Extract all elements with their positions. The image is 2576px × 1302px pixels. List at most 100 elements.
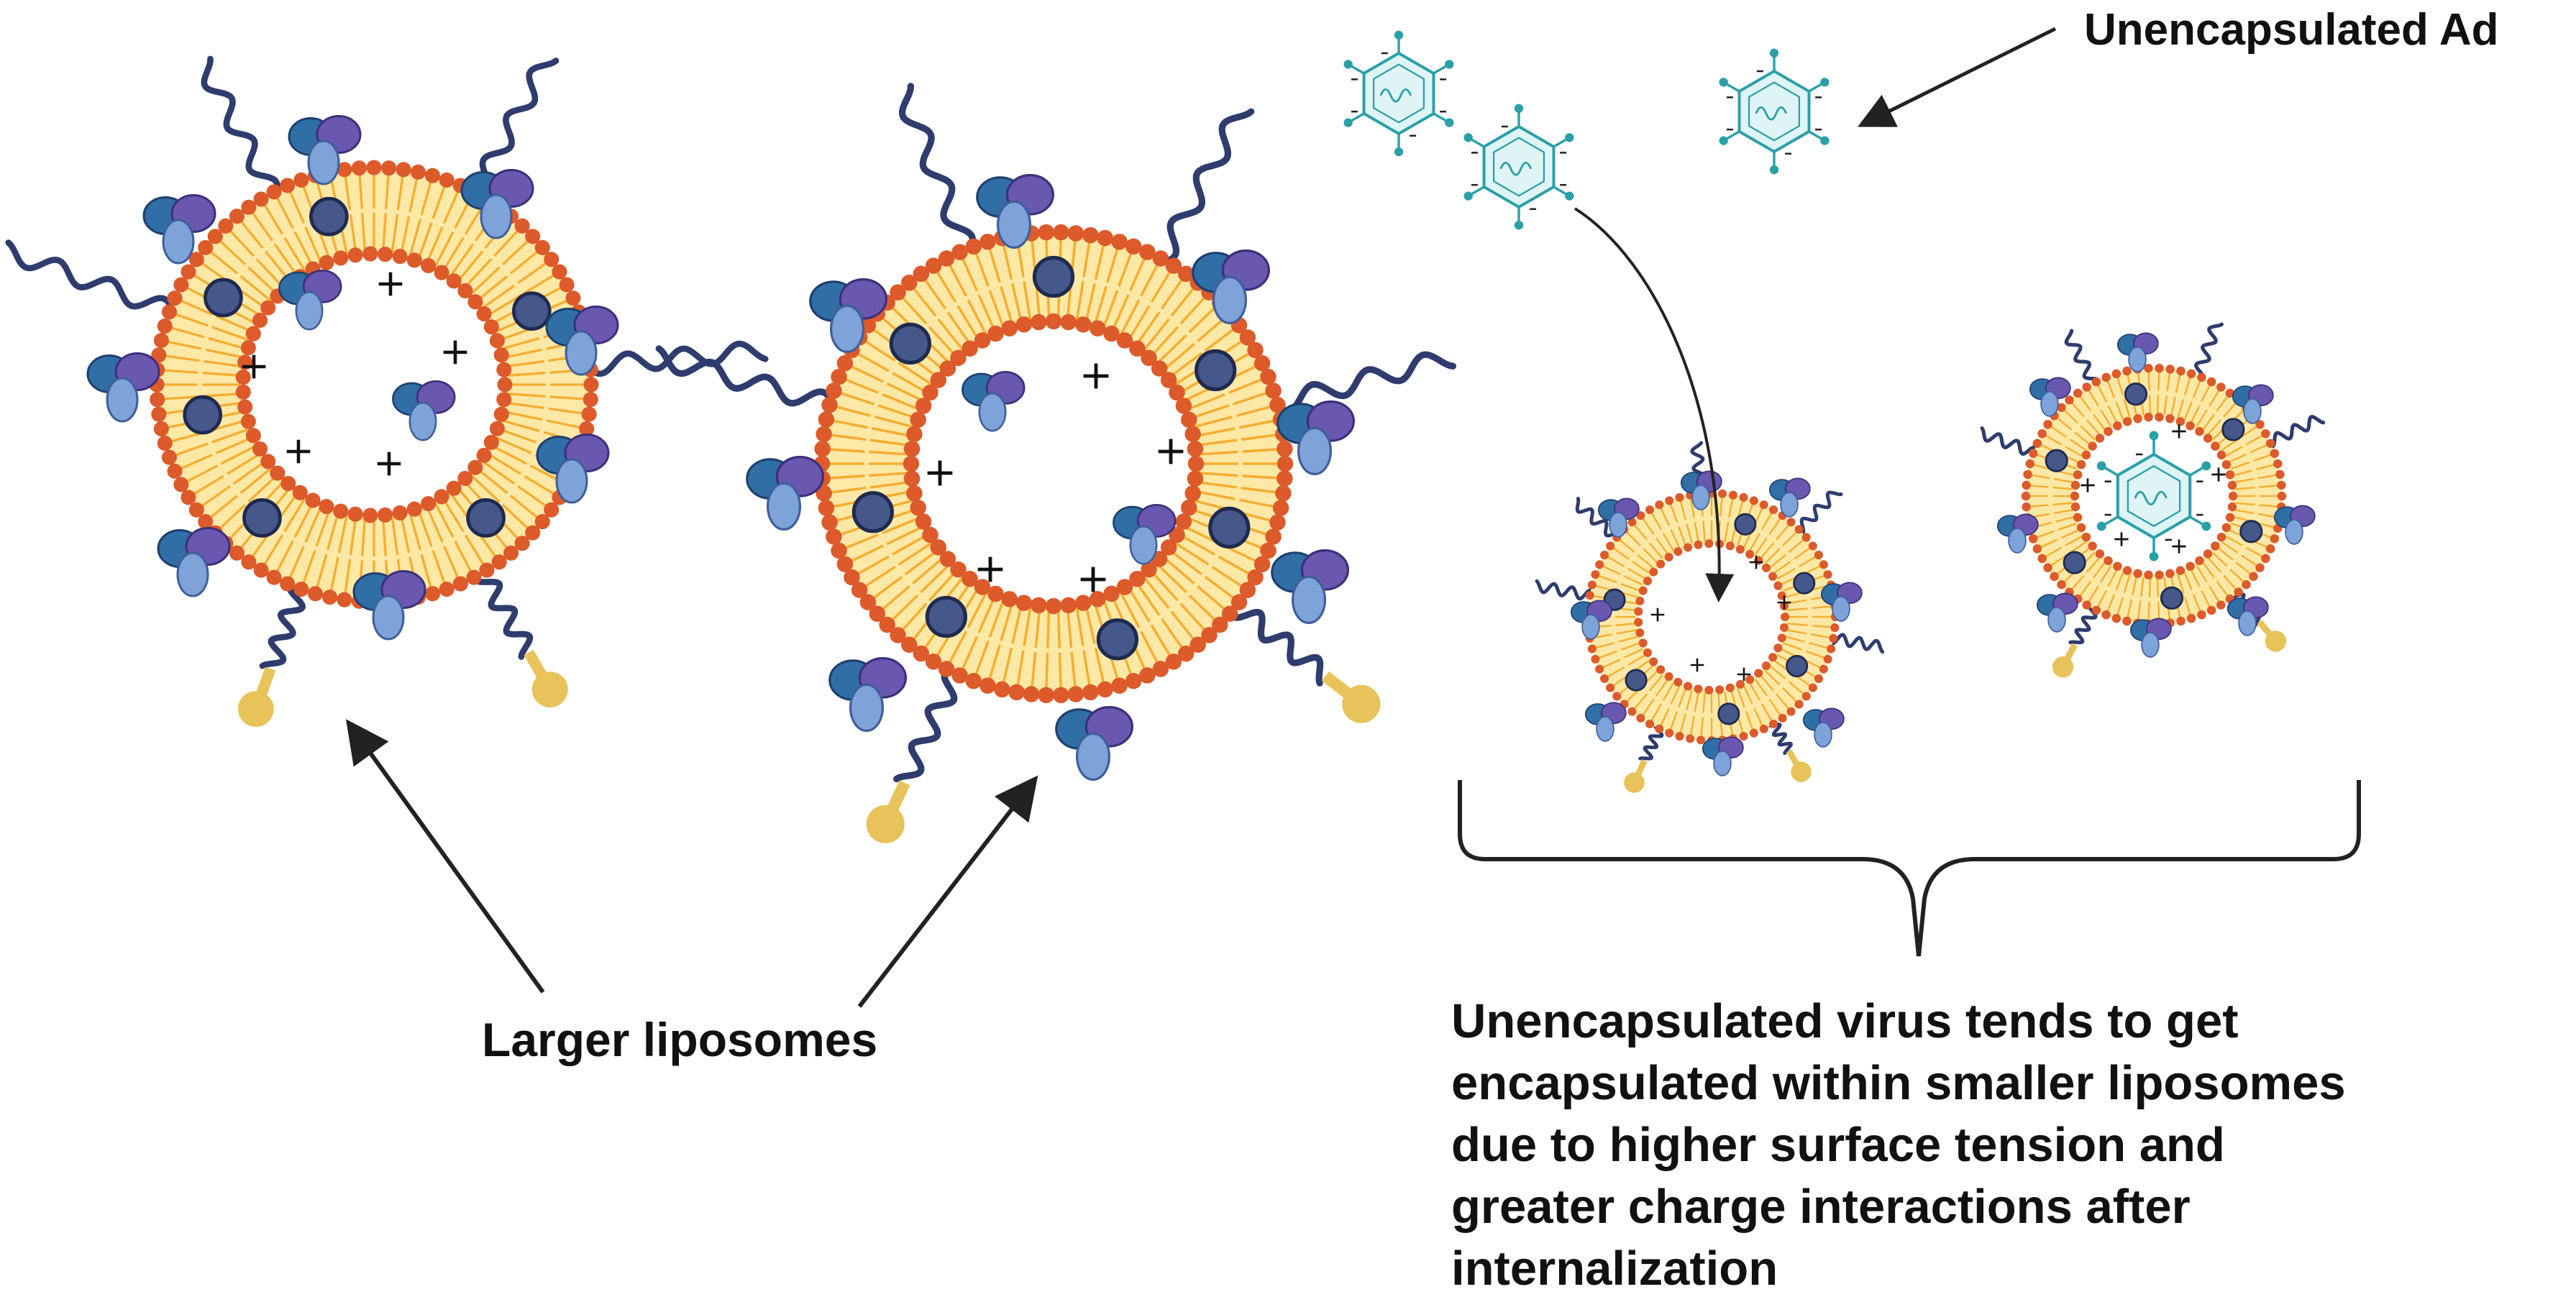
peg-chain-icon (201, 55, 280, 200)
membrane-protein-icon (2124, 382, 2148, 406)
membrane-protein-icon (1032, 255, 1075, 298)
peg-chain-icon (1794, 490, 1843, 536)
unencapsulated-arrow (1858, 27, 2057, 127)
encapsulated-adenovirus-icon (2096, 431, 2211, 561)
peg-chain-icon (2264, 415, 2326, 449)
liposome-icon (149, 160, 599, 610)
antibody-icon (1584, 702, 1627, 742)
membrane-protein-icon (2239, 520, 2263, 544)
membrane-protein-icon (889, 322, 931, 365)
antibody-icon (1271, 549, 1350, 625)
positive-charge-icon (1690, 658, 1704, 672)
positive-charge-icon (378, 272, 403, 296)
targeting-ligand-icon (524, 649, 568, 707)
targeting-ligand-icon (2257, 620, 2287, 652)
antibody-icon (2129, 618, 2172, 658)
targeting-ligand-icon (1624, 759, 1648, 793)
internalization-arrow (1574, 207, 1735, 602)
positive-charge-icon (443, 340, 467, 365)
larger-arrow-left (345, 719, 545, 994)
peg-chain-icon (2194, 322, 2224, 382)
explanation-line: internalization (1451, 1242, 1778, 1296)
antibody-icon (1820, 582, 1863, 622)
membrane-protein-icon (925, 595, 968, 638)
explanation-line: encapsulated within smaller liposomes (1451, 1056, 2346, 1110)
targeting-ligand-icon (866, 780, 910, 843)
antibody-icon (1192, 249, 1271, 325)
targeting-ligand-icon (1786, 749, 1812, 782)
positive-charge-icon (2114, 532, 2129, 546)
antibody-icon (809, 278, 888, 354)
liposome-icon (2021, 363, 2287, 629)
peg-chain-icon (1228, 600, 1381, 723)
peg-chain-icon (1624, 723, 1664, 793)
positive-charge-icon (977, 556, 1003, 582)
antibody-icon (392, 380, 456, 441)
positive-charge-icon (2172, 539, 2186, 554)
antibody-icon (1055, 705, 1134, 781)
targeting-ligand-icon (2052, 643, 2078, 678)
peg-chain-icon (1980, 426, 2040, 456)
antibody-icon (536, 434, 610, 504)
positive-charge-icon (1080, 567, 1106, 592)
positive-charge-icon (1650, 608, 1665, 622)
antibody-icon (1113, 504, 1177, 565)
antibody-icon (1996, 513, 2039, 554)
antibody-icon (1802, 707, 1845, 748)
peg-chain-icon (1156, 108, 1255, 267)
adenovirus-icon (1719, 48, 1830, 175)
explanation-line: due to higher surface tension and (1451, 1118, 2225, 1172)
peg-chain-icon (866, 666, 962, 843)
positive-charge-icon (2211, 467, 2226, 482)
peg-chain-icon (472, 565, 568, 707)
antibody-icon (460, 169, 534, 239)
adenovirus-icon (1343, 30, 1454, 157)
larger-arrow-right (857, 775, 1038, 1008)
unencapsulated-ad-label: Unencapsulated Ad (2084, 5, 2499, 55)
antibody-icon (157, 527, 231, 597)
membrane-protein-icon (2063, 551, 2086, 574)
positive-charge-icon (1749, 555, 1763, 569)
antibody-icon (2029, 377, 2071, 417)
peg-chain-icon (1269, 351, 1456, 414)
membrane-protein-icon (466, 498, 506, 538)
antibody-icon (1570, 600, 1612, 640)
peg-chain-icon (655, 345, 838, 408)
antibody-icon (2116, 332, 2159, 372)
antibody-icon (1680, 470, 1722, 510)
peg-chain-icon (1535, 579, 1596, 601)
adenovirus-icon (1463, 104, 1574, 230)
explanation-line: Unencapsulated virus tends to get (1451, 994, 2239, 1048)
positive-charge-icon (1083, 363, 1109, 389)
antibody-icon (976, 173, 1055, 249)
positive-charge-icon (1777, 595, 1791, 610)
positive-charge-icon (286, 439, 311, 464)
antibody-icon (828, 656, 908, 733)
antibody-icon (2232, 384, 2274, 424)
positive-charge-icon (1158, 439, 1184, 464)
positive-charge-icon (927, 460, 953, 486)
membrane-protein-icon (2221, 418, 2245, 441)
membrane-protein-icon (1625, 669, 1648, 692)
membrane-protein-icon (1096, 618, 1139, 661)
peg-chain-icon (237, 581, 306, 728)
membrane-protein-icon (1195, 349, 1237, 392)
antibody-icon (288, 115, 362, 185)
liposome-icon (813, 224, 1294, 704)
membrane-protein-icon (512, 291, 552, 331)
antibody-icon (746, 455, 825, 531)
targeting-ligand-icon (237, 666, 276, 728)
peg-chain-icon (5, 239, 178, 316)
membrane-protein-icon (851, 491, 894, 533)
membrane-protein-icon (309, 196, 349, 237)
antibody-icon (1276, 400, 1356, 476)
peg-chain-icon (1827, 633, 1885, 654)
positive-charge-icon (377, 451, 401, 476)
membrane-protein-icon (242, 498, 282, 538)
membrane-protein-icon (1717, 702, 1740, 725)
antibody-icon (1768, 477, 1811, 518)
membrane-protein-icon (204, 278, 243, 318)
peg-chain-icon (898, 83, 977, 257)
positive-charge-icon (1737, 667, 1751, 682)
targeting-ligand-icon (1321, 671, 1381, 723)
